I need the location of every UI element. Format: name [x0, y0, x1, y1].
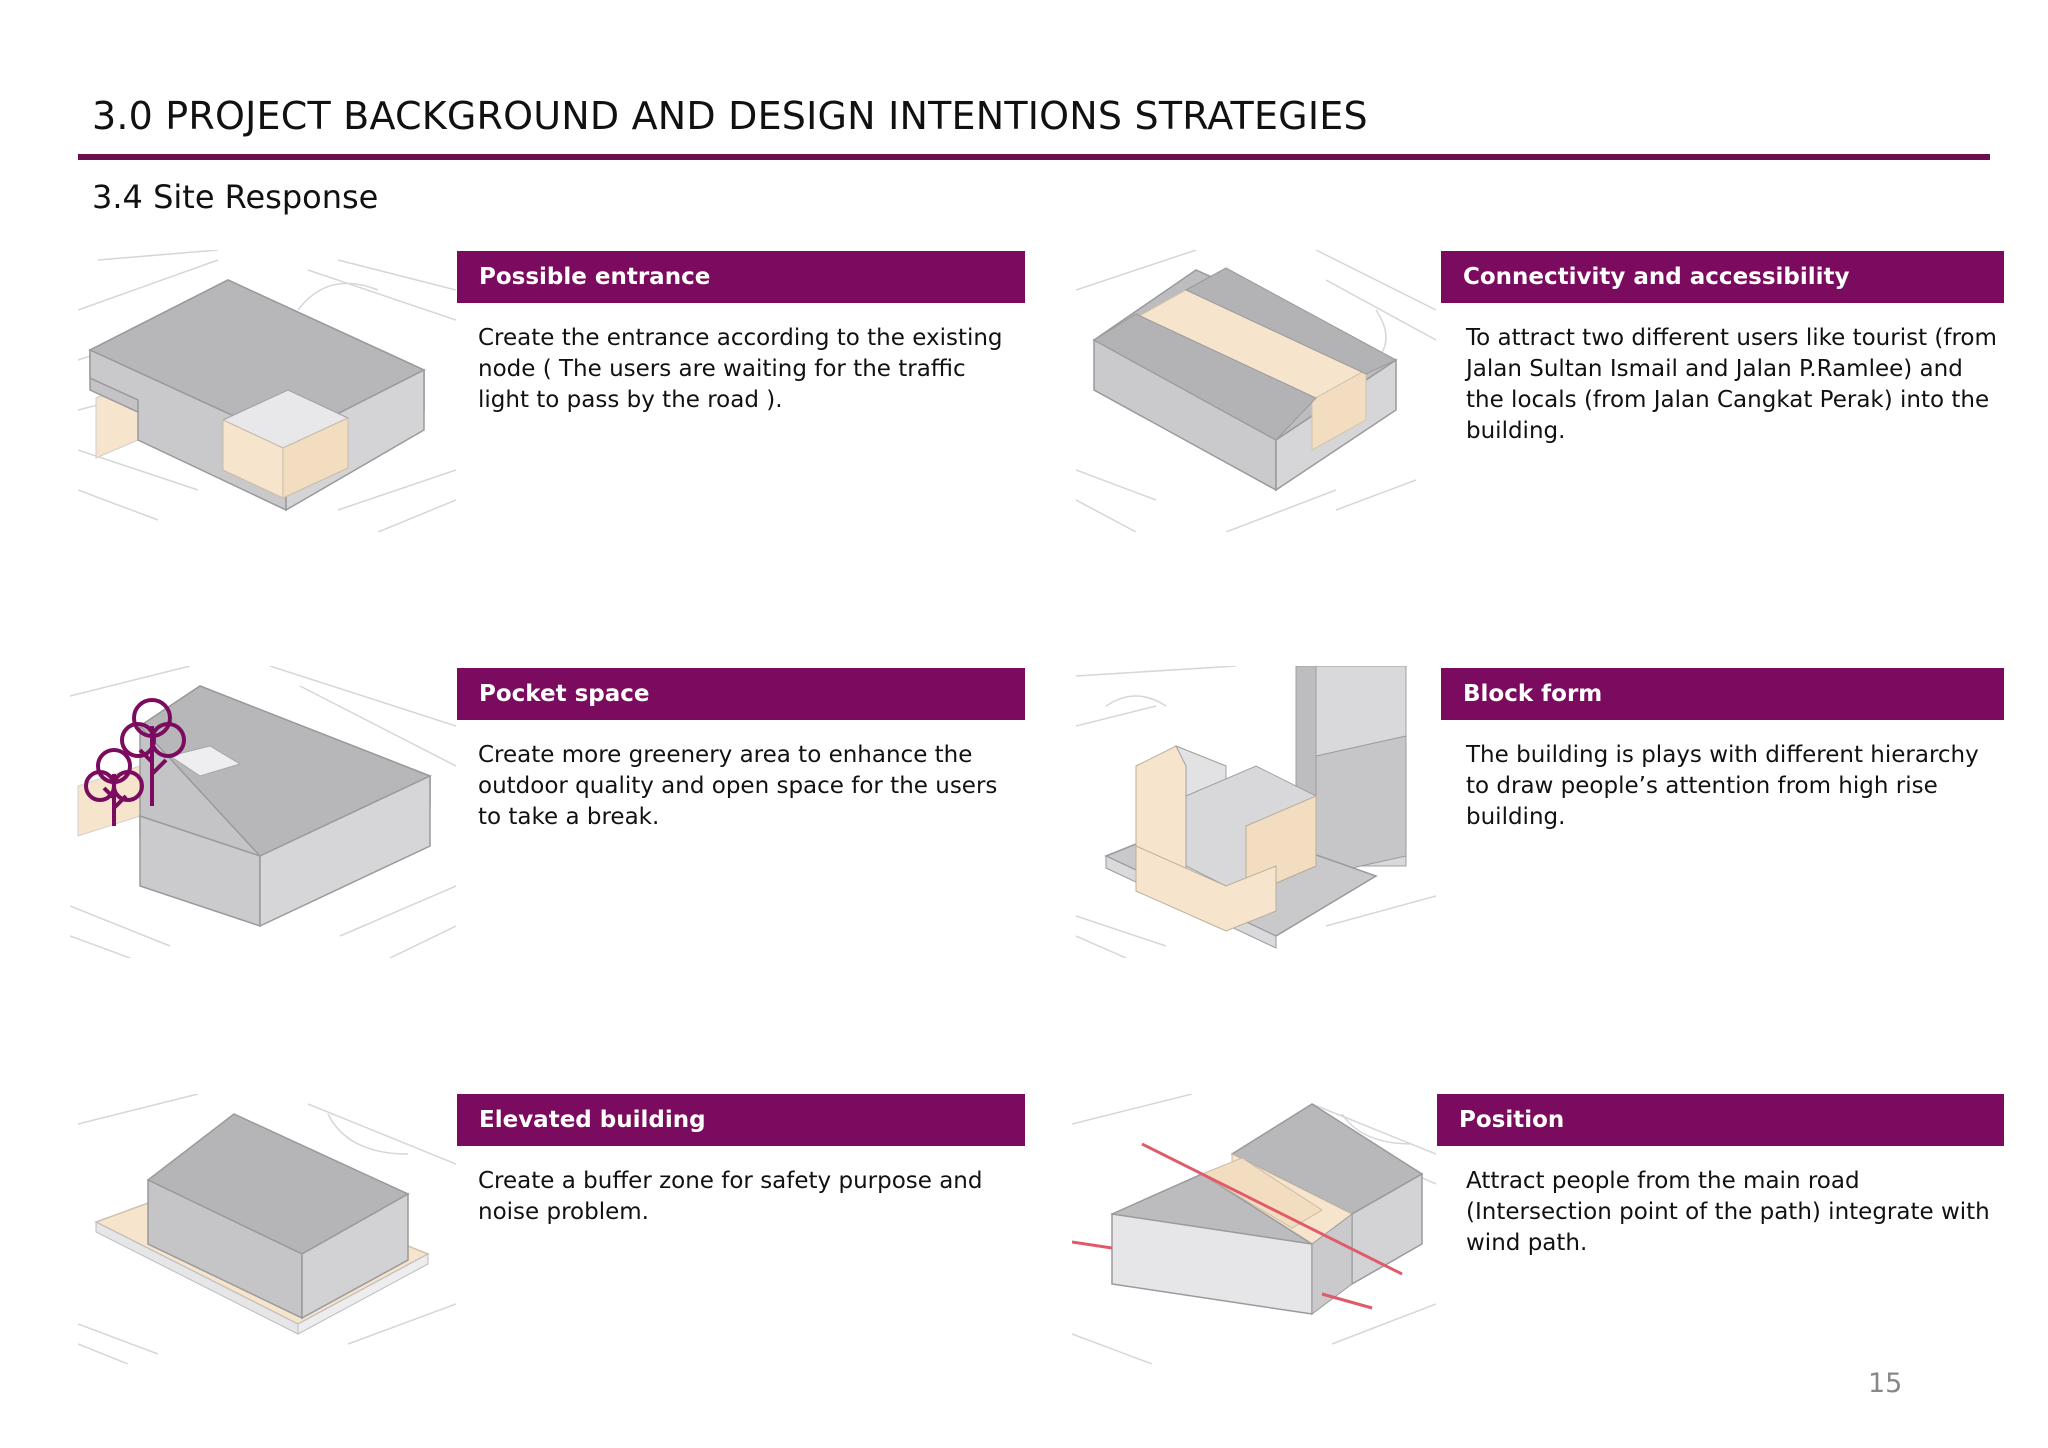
pocket-space-diagram [70, 666, 456, 958]
tree-icon [84, 698, 186, 826]
pocket-space-header: Pocket space [457, 668, 1025, 720]
possible-entrance-diagram [78, 250, 456, 532]
page-number: 15 [1868, 1368, 1903, 1399]
block-form-diagram [1076, 666, 1436, 958]
position-text: Attract people from the main road (Inter… [1466, 1168, 1990, 1256]
connectivity-text: To attract two different users like tour… [1466, 325, 1997, 444]
elevated-building-header: Elevated building [457, 1094, 1025, 1146]
pocket-space-text: Create more greenery area to enhance the… [478, 742, 998, 830]
possible-entrance-header: Possible entrance [457, 251, 1025, 303]
elevated-building-diagram [78, 1094, 456, 1364]
block-form-text: The building is plays with different hie… [1466, 742, 1979, 830]
connectivity-header: Connectivity and accessibility [1441, 251, 2004, 303]
title-divider [78, 154, 1990, 160]
main-road-line [1072, 1240, 1113, 1250]
section-title: 3.4 Site Response [92, 178, 379, 216]
page-title: 3.0 PROJECT BACKGROUND AND DESIGN INTENT… [92, 94, 1368, 138]
possible-entrance-text: Create the entrance according to the exi… [478, 325, 1003, 413]
position-header: Position [1437, 1094, 2004, 1146]
path-line [1321, 1292, 1373, 1310]
wind-path-line [1141, 1142, 1403, 1276]
position-diagram [1072, 1094, 1436, 1364]
block-form-header: Block form [1441, 668, 2004, 720]
elevated-building-text: Create a buffer zone for safety purpose … [478, 1168, 983, 1225]
connectivity-diagram [1076, 250, 1436, 532]
